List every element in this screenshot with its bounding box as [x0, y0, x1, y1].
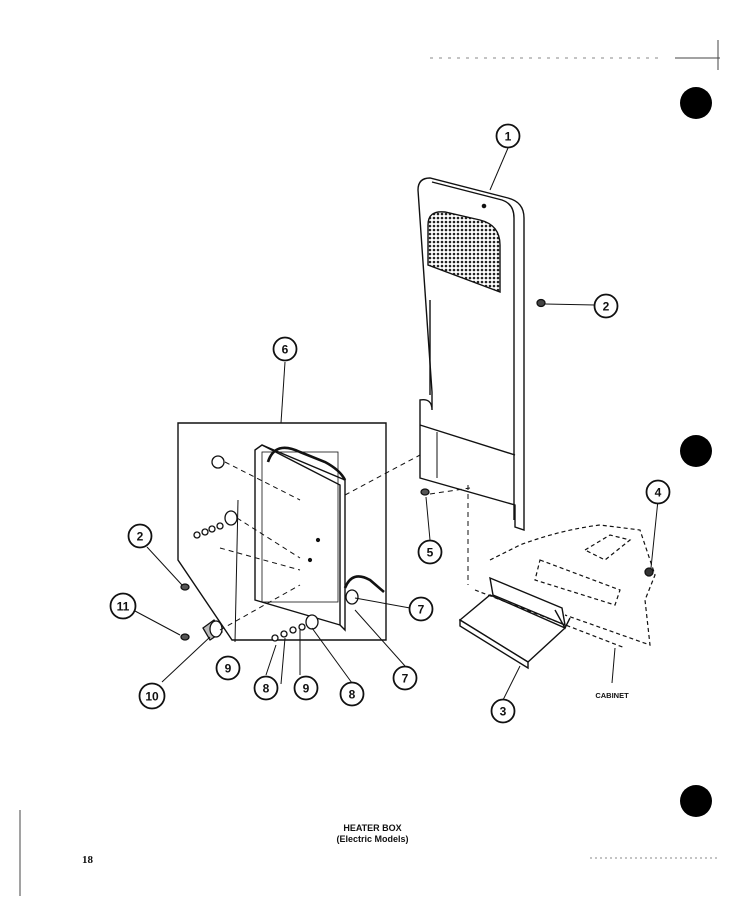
- svg-text:2: 2: [603, 300, 610, 314]
- toe-panel-part: [458, 576, 571, 670]
- callout-2-left: 2: [127, 523, 153, 549]
- svg-text:3: 3: [500, 705, 507, 719]
- svg-text:6: 6: [282, 343, 289, 357]
- callout-1: 1: [495, 123, 521, 149]
- callout-7-lower: 7: [392, 665, 418, 691]
- svg-text:9: 9: [303, 682, 310, 696]
- heater-assembly-part: [177, 422, 387, 641]
- callouts: 1 2 6 4 2 5 11 7 9 7 10 8 9 8 3: [109, 123, 671, 724]
- rear-panel-part: [417, 177, 525, 531]
- svg-text:7: 7: [418, 603, 425, 617]
- svg-text:10: 10: [145, 690, 159, 704]
- callout-9-right: 9: [293, 675, 319, 701]
- callout-3: 3: [490, 698, 516, 724]
- page-number: 18: [82, 854, 93, 866]
- fasteners: [180, 298, 654, 642]
- svg-text:8: 8: [349, 688, 356, 702]
- callout-11: 11: [109, 592, 137, 620]
- svg-text:9: 9: [225, 662, 232, 676]
- binder-hole: [680, 785, 712, 817]
- svg-text:5: 5: [427, 546, 434, 560]
- callout-2-right: 2: [593, 293, 619, 319]
- callout-4: 4: [645, 479, 671, 505]
- callout-5: 5: [417, 539, 443, 565]
- binder-hole: [680, 435, 712, 467]
- callout-8-left: 8: [253, 675, 279, 701]
- binder-hole: [680, 87, 712, 119]
- callout-7-upper: 7: [408, 596, 434, 622]
- svg-text:11: 11: [117, 600, 130, 614]
- svg-text:7: 7: [402, 672, 409, 686]
- callout-10: 10: [138, 682, 166, 710]
- scan-margin-marks: [19, 40, 720, 896]
- svg-text:8: 8: [263, 682, 270, 696]
- leader-lines: [134, 147, 659, 701]
- callout-6: 6: [272, 336, 298, 362]
- callout-9-left: 9: [215, 655, 241, 681]
- caption-title: HEATER BOX: [343, 823, 402, 833]
- svg-text:1: 1: [505, 130, 512, 144]
- svg-text:2: 2: [137, 530, 144, 544]
- caption-subtitle: (Electric Models): [336, 834, 409, 844]
- svg-text:4: 4: [655, 486, 662, 500]
- callout-8-right: 8: [339, 681, 365, 707]
- assembly-lines: [219, 454, 471, 631]
- cabinet-outline: [474, 524, 656, 649]
- cabinet-label: CABINET: [595, 691, 629, 700]
